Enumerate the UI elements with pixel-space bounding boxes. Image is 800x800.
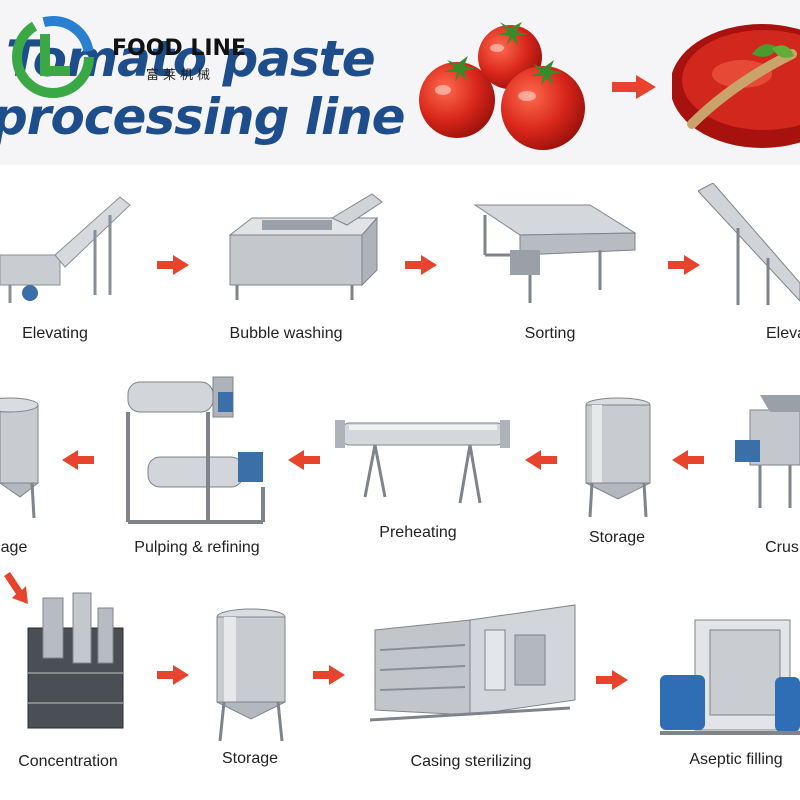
step-label-elevating: Elevating	[22, 325, 88, 342]
title-line-2: processing line	[0, 88, 406, 146]
flow-arrow-left-icon	[672, 450, 704, 470]
flow-arrow-left-icon	[288, 450, 320, 470]
storage-tank-2-machine	[216, 608, 286, 742]
step-label-casing-sterilizing: Casing sterilizing	[410, 753, 532, 770]
pulping-refining-machine	[126, 376, 265, 524]
sorting-machine	[473, 204, 637, 303]
flow-arrow-left-icon	[62, 450, 94, 470]
title-line-1: Tomato paste	[6, 30, 376, 88]
step-label-pulping-refining: Pulping & refining	[134, 539, 260, 556]
step-label-bubble-washing: Bubble washing	[229, 325, 343, 342]
step-label-storage-1: Storage	[588, 529, 646, 546]
flow-arrow-icon	[313, 665, 345, 685]
elevating-conveyor-machine	[0, 196, 131, 303]
flow-arrow-icon	[405, 255, 437, 275]
concentration-evaporator-machine	[27, 592, 124, 729]
step-label-concentration: Concentration	[18, 753, 118, 770]
step-label-storage-2: Storage	[221, 750, 279, 767]
header-banner: Tomato paste processing line FOOD LINE 富…	[0, 0, 800, 165]
tomato-paste-bowl-image	[672, 24, 800, 148]
storage-tank-cut-machine	[0, 397, 40, 519]
step-label-crushing: Crus	[765, 539, 799, 556]
elevating-conveyor-2-machine	[698, 183, 800, 305]
brand-chinese-name: 富莱机械	[146, 67, 215, 82]
flow-arrow-down-icon	[4, 572, 28, 604]
flow-arrow-icon	[596, 670, 628, 690]
food-line-logo-icon	[12, 16, 94, 98]
brand-name: FOOD LINE	[112, 36, 246, 61]
casing-sterilizer-machine	[370, 604, 576, 722]
bubble-washing-machine	[228, 193, 383, 300]
step-label-elevating-2: Eleva	[765, 325, 800, 342]
flow-arrow-left-icon	[525, 450, 557, 470]
step-label-sorting: Sorting	[524, 325, 576, 342]
step-label-aseptic-filling: Aseptic filling	[689, 751, 783, 768]
storage-tank-machine	[585, 397, 651, 518]
flow-arrow-icon	[668, 255, 700, 275]
preheating-tube-machine	[335, 420, 510, 504]
crushing-machine	[735, 395, 800, 508]
header-arrow-icon	[612, 75, 656, 99]
flow-arrow-icon	[157, 665, 189, 685]
tomatoes-image	[419, 22, 585, 150]
flow-arrow-icon	[157, 255, 189, 275]
step-label-storage-cut: age	[0, 539, 28, 556]
step-label-preheating: Preheating	[379, 524, 457, 541]
aseptic-filling-machine	[660, 619, 800, 735]
